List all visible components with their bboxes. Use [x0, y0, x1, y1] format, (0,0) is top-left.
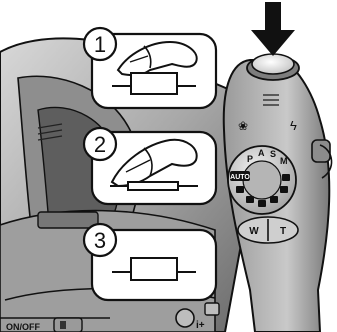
step-number-1: 1 — [94, 32, 106, 57]
step-number-3: 3 — [94, 228, 106, 253]
zoom-wide-label: W — [249, 226, 259, 237]
dial-m-label: M — [280, 156, 288, 166]
trash-button[interactable] — [205, 303, 219, 315]
zoom-lever[interactable]: W T — [238, 217, 298, 243]
info-button-label: i+ — [196, 320, 205, 331]
power-switch[interactable] — [54, 318, 82, 332]
arrow-down-icon — [251, 2, 295, 56]
shutter-button[interactable] — [247, 54, 299, 80]
dial-s-label: S — [270, 149, 276, 159]
dial-auto-label: AUTO — [230, 174, 250, 181]
power-label: ON/OFF — [6, 322, 40, 332]
mode-dial[interactable]: AUTO P A S M — [228, 146, 296, 214]
zoom-tele-label: T — [280, 226, 286, 237]
macro-flower-icon: ❀ — [238, 119, 248, 133]
dial-p-label: P — [247, 154, 253, 164]
step-number-2: 2 — [94, 132, 106, 157]
info-button[interactable] — [176, 309, 194, 327]
flash-bolt-icon: ϟ — [290, 118, 297, 133]
dial-a-label: A — [258, 148, 265, 158]
